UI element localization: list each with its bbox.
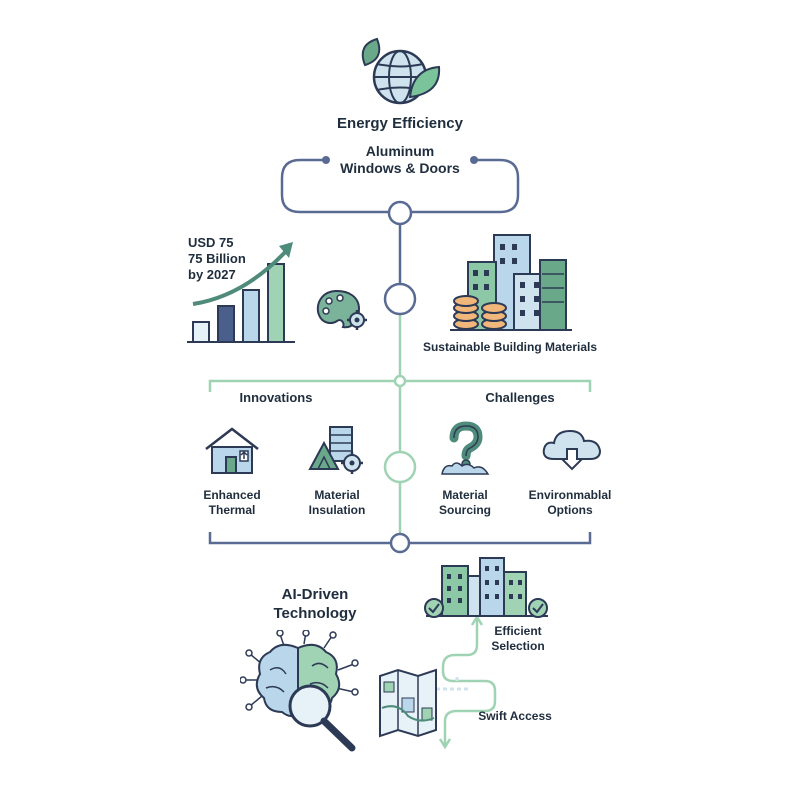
header-title: Energy Efficiency xyxy=(337,115,463,132)
ai-title-line2: Technology xyxy=(273,605,357,622)
insulation-icon xyxy=(308,426,363,474)
challenges-header: Challenges xyxy=(485,390,555,405)
header-subtitle-line1: Aluminum xyxy=(365,143,435,159)
city-checks-icon xyxy=(424,557,548,618)
item-environmental-line1: Environmablal xyxy=(528,488,612,502)
question-icon xyxy=(441,421,490,475)
growth-chart-icon xyxy=(187,242,295,343)
growth-bar xyxy=(192,321,210,343)
item-environmental-line2: Options xyxy=(547,503,593,517)
globe-leaf-icon xyxy=(361,37,441,105)
house-icon xyxy=(205,427,259,474)
efficient-line2: Selection xyxy=(491,639,545,653)
item-sourcing-line2: Sourcing xyxy=(438,503,491,517)
map-icon xyxy=(379,668,437,738)
growth-bar xyxy=(242,289,260,343)
node-split xyxy=(393,374,407,388)
market-value-line2: 75 Billion xyxy=(188,251,246,266)
brain-search-icon xyxy=(240,630,359,752)
buildings-coins-icon xyxy=(450,234,572,331)
growth-bar xyxy=(267,263,285,343)
node-top xyxy=(387,200,413,226)
cloud-download-icon xyxy=(542,429,602,471)
palette-gear-icon xyxy=(316,289,367,330)
item-enhanced-line1: Enhanced xyxy=(203,488,261,502)
innovations-header: Innovations xyxy=(239,390,313,405)
materials-label: Sustainable Building Materials xyxy=(422,340,598,354)
header-subtitle-line2: Windows & Doors xyxy=(340,160,460,176)
node-middle xyxy=(383,450,417,484)
item-sourcing-line1: Material xyxy=(442,488,488,502)
node-bottom xyxy=(389,532,411,554)
market-value-line1: USD 75 xyxy=(188,235,234,250)
growth-bar xyxy=(217,305,235,343)
market-value-line3: by 2027 xyxy=(188,267,236,282)
efficient-line1: Efficient xyxy=(494,624,542,638)
swift-access-label: Swift Access xyxy=(478,709,552,723)
item-insulation-line1: Material xyxy=(314,488,360,502)
item-enhanced-line2: Thermal xyxy=(208,503,256,517)
node-upper xyxy=(383,282,417,316)
ai-title-line1: AI-Driven xyxy=(281,586,349,603)
item-insulation-line2: Insulation xyxy=(308,503,366,517)
